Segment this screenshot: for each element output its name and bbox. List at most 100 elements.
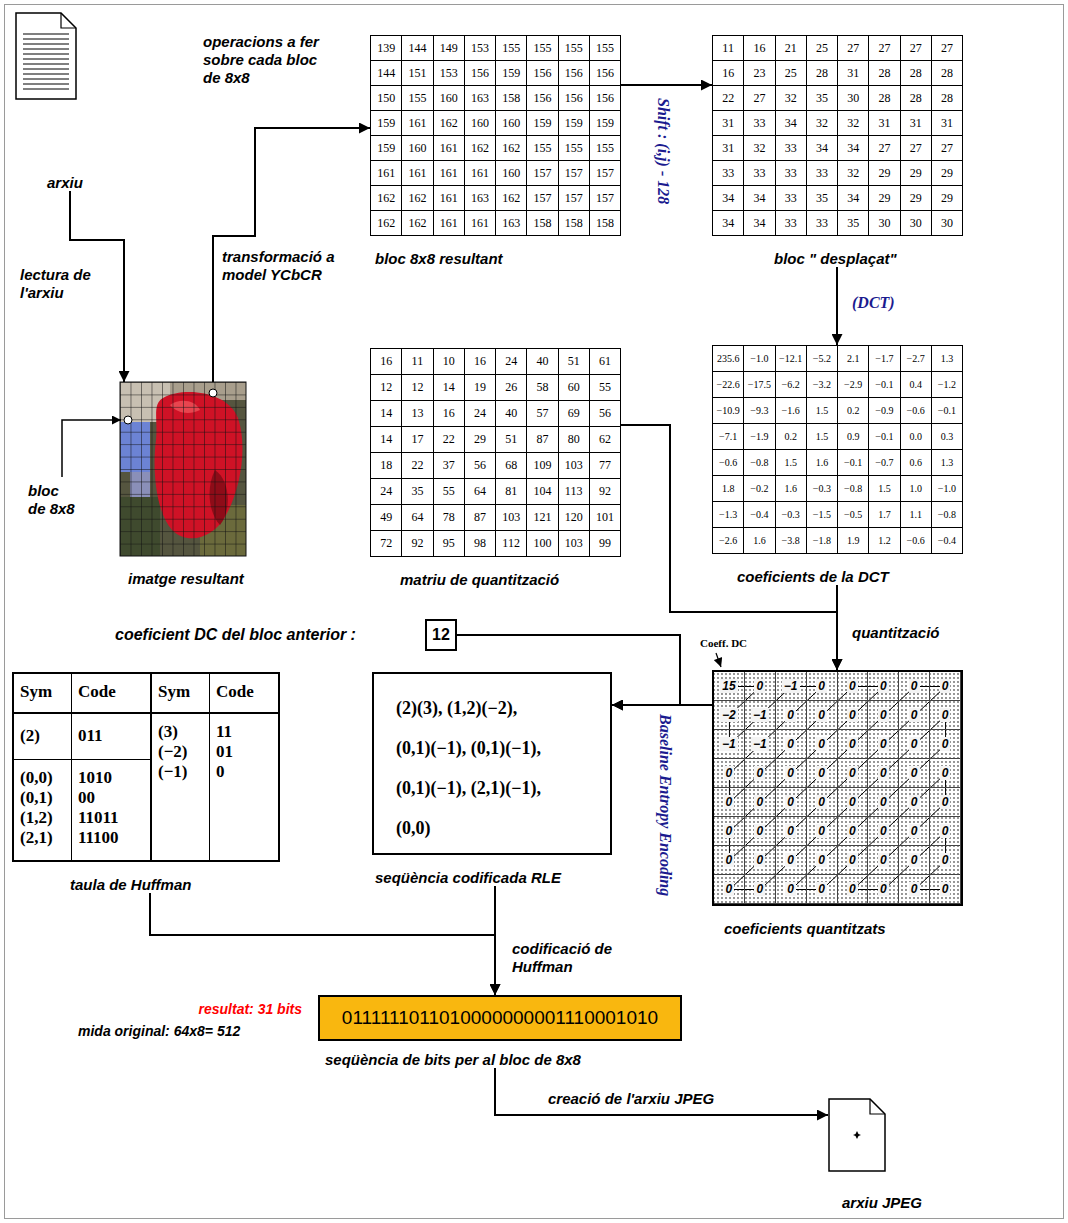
matrix-cell: 68 bbox=[496, 453, 526, 478]
matrix-value: 24 bbox=[505, 354, 517, 369]
matrix-value: 0 bbox=[940, 853, 951, 867]
matrix-value: 33 bbox=[785, 166, 797, 181]
note: bloc de 8x8 bbox=[28, 482, 78, 518]
matrix-cell: 159 bbox=[590, 111, 620, 135]
matrix-value: −0.4 bbox=[938, 535, 956, 546]
matrix-value: 34 bbox=[722, 191, 734, 206]
matrix-value: 1.6 bbox=[753, 535, 766, 546]
matrix-value: 103 bbox=[565, 458, 583, 473]
matrix-value: 162 bbox=[408, 216, 426, 231]
matrix-value: 28 bbox=[878, 91, 890, 106]
matrix-cell: −1 bbox=[714, 730, 745, 759]
matrix-value: 139 bbox=[377, 41, 395, 56]
matrix-cell: −5.2 bbox=[807, 346, 837, 371]
matrix-value: 95 bbox=[443, 536, 455, 551]
heading: coeficient DC del bloc anterior : bbox=[115, 626, 415, 644]
matrix-value: 1.3 bbox=[941, 353, 954, 364]
matrix-value: 151 bbox=[408, 66, 426, 81]
matrix-value: 157 bbox=[565, 191, 583, 206]
matrix-value: −1 bbox=[751, 737, 769, 751]
edge-label: (DCT) bbox=[852, 294, 895, 312]
matrix-value: 0 bbox=[847, 853, 858, 867]
matrix-value: −3.8 bbox=[782, 535, 800, 546]
flow-arrow bbox=[495, 1068, 828, 1115]
matrix-cell: 28 bbox=[932, 86, 962, 110]
matrix-value: −1.3 bbox=[719, 509, 737, 520]
matrix-value: 0 bbox=[909, 824, 920, 838]
matrix-cell: 0.9 bbox=[838, 424, 868, 449]
matrix-value: 0 bbox=[940, 737, 951, 751]
matrix-value: 30 bbox=[941, 216, 953, 231]
matrix-cell: −1.8 bbox=[807, 528, 837, 553]
matrix-cell: −0.4 bbox=[744, 502, 774, 527]
matrix-value: 99 bbox=[599, 536, 611, 551]
matrix-value: 158 bbox=[596, 216, 614, 231]
matrix-value: 18 bbox=[380, 458, 392, 473]
matrix-cell: −0.1 bbox=[838, 450, 868, 475]
matrix-cell: 0 bbox=[868, 817, 899, 846]
matrix-value: 1.7 bbox=[878, 509, 891, 520]
matrix-value: 56 bbox=[599, 406, 611, 421]
matrix-value: 0 bbox=[940, 882, 951, 896]
matrix-value: 0 bbox=[940, 824, 951, 838]
file-shape bbox=[828, 1098, 886, 1172]
matrix-value: 0 bbox=[754, 853, 765, 867]
matrix-cell: 18 bbox=[371, 453, 401, 478]
matrix-value: 31 bbox=[722, 141, 734, 156]
matrix-cell: −2.7 bbox=[901, 346, 931, 371]
matrix-cell: 0 bbox=[899, 672, 930, 701]
matrix-cell: 16 bbox=[713, 61, 743, 85]
matrix-cell: 144 bbox=[371, 61, 401, 85]
matrix-cell: 160 bbox=[434, 86, 464, 110]
matrix-cell: 25 bbox=[776, 61, 806, 85]
matrix-value: 58 bbox=[536, 380, 548, 395]
matrix-value: 0 bbox=[816, 853, 827, 867]
matrix-cell: 144 bbox=[402, 36, 432, 60]
matrix-value: 0 bbox=[878, 737, 889, 751]
flow-arrow bbox=[621, 84, 712, 86]
matrix-value: 0 bbox=[878, 679, 889, 693]
table-cell: Code bbox=[78, 682, 146, 702]
table-cell: 11100 bbox=[78, 828, 146, 848]
matrix-value: 69 bbox=[568, 406, 580, 421]
matrix-cell: 0 bbox=[776, 730, 807, 759]
matrix-cell: 0 bbox=[745, 875, 776, 904]
matrix-value: 0.0 bbox=[909, 431, 922, 442]
matrix-cell: 1.5 bbox=[807, 424, 837, 449]
matrix-cell: 0 bbox=[930, 701, 961, 730]
matrix-value: 87 bbox=[536, 432, 548, 447]
matrix-cell: 157 bbox=[559, 161, 589, 185]
note: resultat: 31 bits bbox=[160, 1000, 302, 1018]
matrix-value: 16 bbox=[380, 354, 392, 369]
matrix-cell: 0 bbox=[745, 788, 776, 817]
matrix-value: 80 bbox=[568, 432, 580, 447]
matrix-value: 157 bbox=[565, 166, 583, 181]
matrix-cell: 160 bbox=[465, 111, 495, 135]
matrix-block: 1391441491531551551551551441511531561591… bbox=[370, 35, 621, 267]
matrix-cell: 32 bbox=[807, 111, 837, 135]
matrix-value: −7.1 bbox=[719, 431, 737, 442]
matrix-cell: 1.3 bbox=[932, 346, 962, 371]
matrix-value: 14 bbox=[380, 432, 392, 447]
matrix-value: −0.9 bbox=[875, 405, 893, 416]
page-line bbox=[23, 39, 69, 40]
rle-sequence: (2)(3), (1,2)(−2), (0,1)(−1), (0,1)(−1),… bbox=[396, 688, 556, 848]
matrix-cell: 235.6 bbox=[713, 346, 743, 371]
matrix-value: 31 bbox=[722, 116, 734, 131]
matrix-value: 0 bbox=[878, 824, 889, 838]
matrix-value: 25 bbox=[816, 41, 828, 56]
matrix-value: 149 bbox=[440, 41, 458, 56]
matrix-cell: 153 bbox=[434, 61, 464, 85]
matrix-value: 157 bbox=[596, 191, 614, 206]
matrix-cell: 155 bbox=[590, 36, 620, 60]
matrix-value: 1.0 bbox=[909, 483, 922, 494]
leader-line bbox=[62, 420, 121, 477]
matrix-value: 0 bbox=[909, 766, 920, 780]
matrix-cell: 109 bbox=[527, 453, 557, 478]
quantized-matrix: 150−100000−2−1000000−1−10000000000000000… bbox=[712, 670, 963, 937]
table-cell: 11 bbox=[216, 722, 274, 742]
table-cell-frame: (3)(−2)(−1) bbox=[152, 714, 210, 860]
matrix-value: 16 bbox=[443, 406, 455, 421]
matrix-value: 0 bbox=[724, 882, 735, 896]
matrix-cell: 1.3 bbox=[932, 450, 962, 475]
